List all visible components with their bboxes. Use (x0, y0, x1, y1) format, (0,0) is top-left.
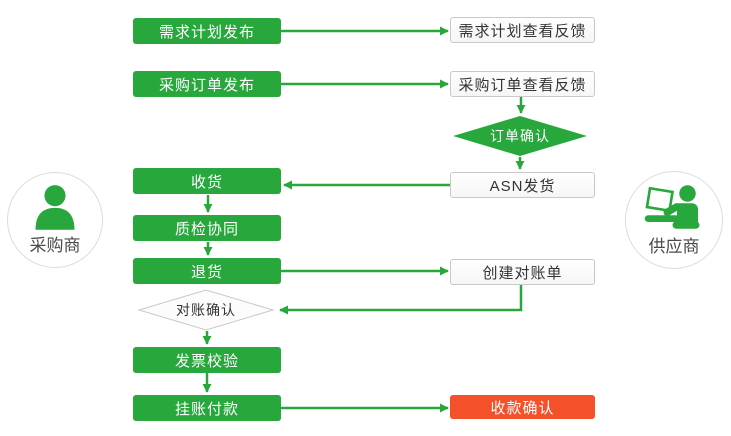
arrow-statement-to-recon-confirm (279, 285, 523, 315)
node-purchase-order-publish: 采购订单发布 (133, 71, 281, 97)
actor-buyer: 采购商 (7, 172, 103, 268)
actor-buyer-label: 采购商 (29, 236, 81, 255)
node-demand-plan-feedback: 需求计划查看反馈 (450, 17, 595, 43)
buyer-person-icon (35, 185, 75, 230)
actor-supplier: 供应商 (625, 171, 723, 269)
node-purchase-order-feedback: 采购订单查看反馈 (450, 71, 595, 97)
node-receive-goods: 收货 (133, 168, 281, 194)
decision-label: 对账确认 (176, 302, 236, 318)
supplier-person-laptop-icon (644, 185, 700, 229)
actor-supplier-label: 供应商 (648, 237, 700, 256)
node-book-payment: 挂账付款 (133, 395, 281, 421)
decision-recon-confirm: 对账确认 (137, 289, 275, 331)
decision-label: 订单确认 (490, 128, 550, 144)
node-return-goods: 退货 (133, 258, 281, 284)
node-asn-ship: ASN发货 (450, 172, 595, 198)
diamond-shape-green (453, 116, 587, 156)
diamond-shape-white (137, 289, 275, 331)
node-quality-check: 质检协同 (133, 215, 281, 241)
node-invoice-verify: 发票校验 (133, 347, 281, 373)
node-receipt-confirm: 收款确认 (450, 395, 595, 419)
decision-order-confirm: 订单确认 (453, 116, 587, 156)
node-demand-plan-publish: 需求计划发布 (133, 18, 281, 44)
node-create-statement: 创建对账单 (450, 259, 595, 285)
